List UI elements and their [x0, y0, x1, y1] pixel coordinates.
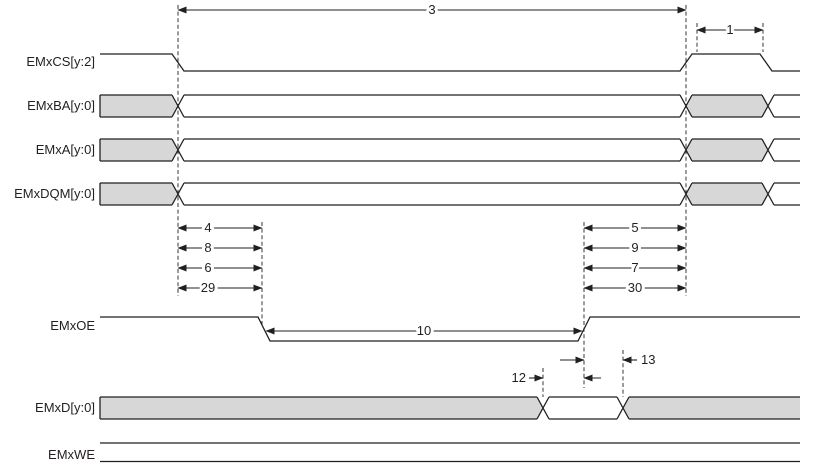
- dim-8-label: 8: [204, 240, 211, 255]
- dim-10-label: 10: [417, 323, 431, 338]
- dim-7: 7: [583, 257, 687, 278]
- signal-label-emxoe: EMxOE: [50, 318, 95, 333]
- dim-30-label: 30: [628, 280, 642, 295]
- signal-label-emxwe: EMxWE: [48, 447, 95, 462]
- dim-13-label: 13: [641, 352, 655, 367]
- dim-1: 1: [696, 19, 764, 40]
- dim-7-label: 7: [631, 260, 638, 275]
- dim-29: 29: [177, 277, 263, 298]
- emxd-waveform: [99, 396, 800, 420]
- signal-label-emxd: EMxD[y:0]: [35, 400, 95, 415]
- dim-8: 8: [177, 237, 263, 258]
- dim-4-label: 4: [204, 220, 211, 235]
- dim-9: 9: [583, 237, 687, 258]
- dim-13: 13: [560, 352, 655, 367]
- emxwe-waveform: [100, 442, 800, 463]
- dim-12-label: 12: [512, 370, 526, 385]
- emxcs-waveform: [100, 53, 800, 72]
- dim-5: 5: [583, 217, 687, 238]
- signal-label-emxba: EMxBA[y:0]: [27, 98, 95, 113]
- dim-1-label: 1: [726, 22, 733, 37]
- dim-9-label: 9: [631, 240, 638, 255]
- dim-6-label: 6: [204, 260, 211, 275]
- signal-labels: EMxCS[y:2] EMxBA[y:0] EMxA[y:0] EMxDQM[y…: [14, 54, 95, 462]
- dim-10: 10: [265, 320, 583, 341]
- signal-label-emxcs: EMxCS[y:2]: [26, 54, 95, 69]
- dim-3-label: 3: [428, 2, 435, 17]
- dim-6: 6: [177, 257, 263, 278]
- signal-label-emxa: EMxA[y:0]: [36, 142, 95, 157]
- dim-4: 4: [177, 217, 263, 238]
- dim-29-label: 29: [201, 280, 215, 295]
- dim-5-label: 5: [631, 220, 638, 235]
- emxoe-waveform: [100, 316, 800, 342]
- dim-3: 3: [177, 0, 687, 20]
- signal-label-emxdqm: EMxDQM[y:0]: [14, 186, 95, 201]
- dim-12: 12: [512, 370, 601, 385]
- dim-30: 30: [583, 277, 687, 298]
